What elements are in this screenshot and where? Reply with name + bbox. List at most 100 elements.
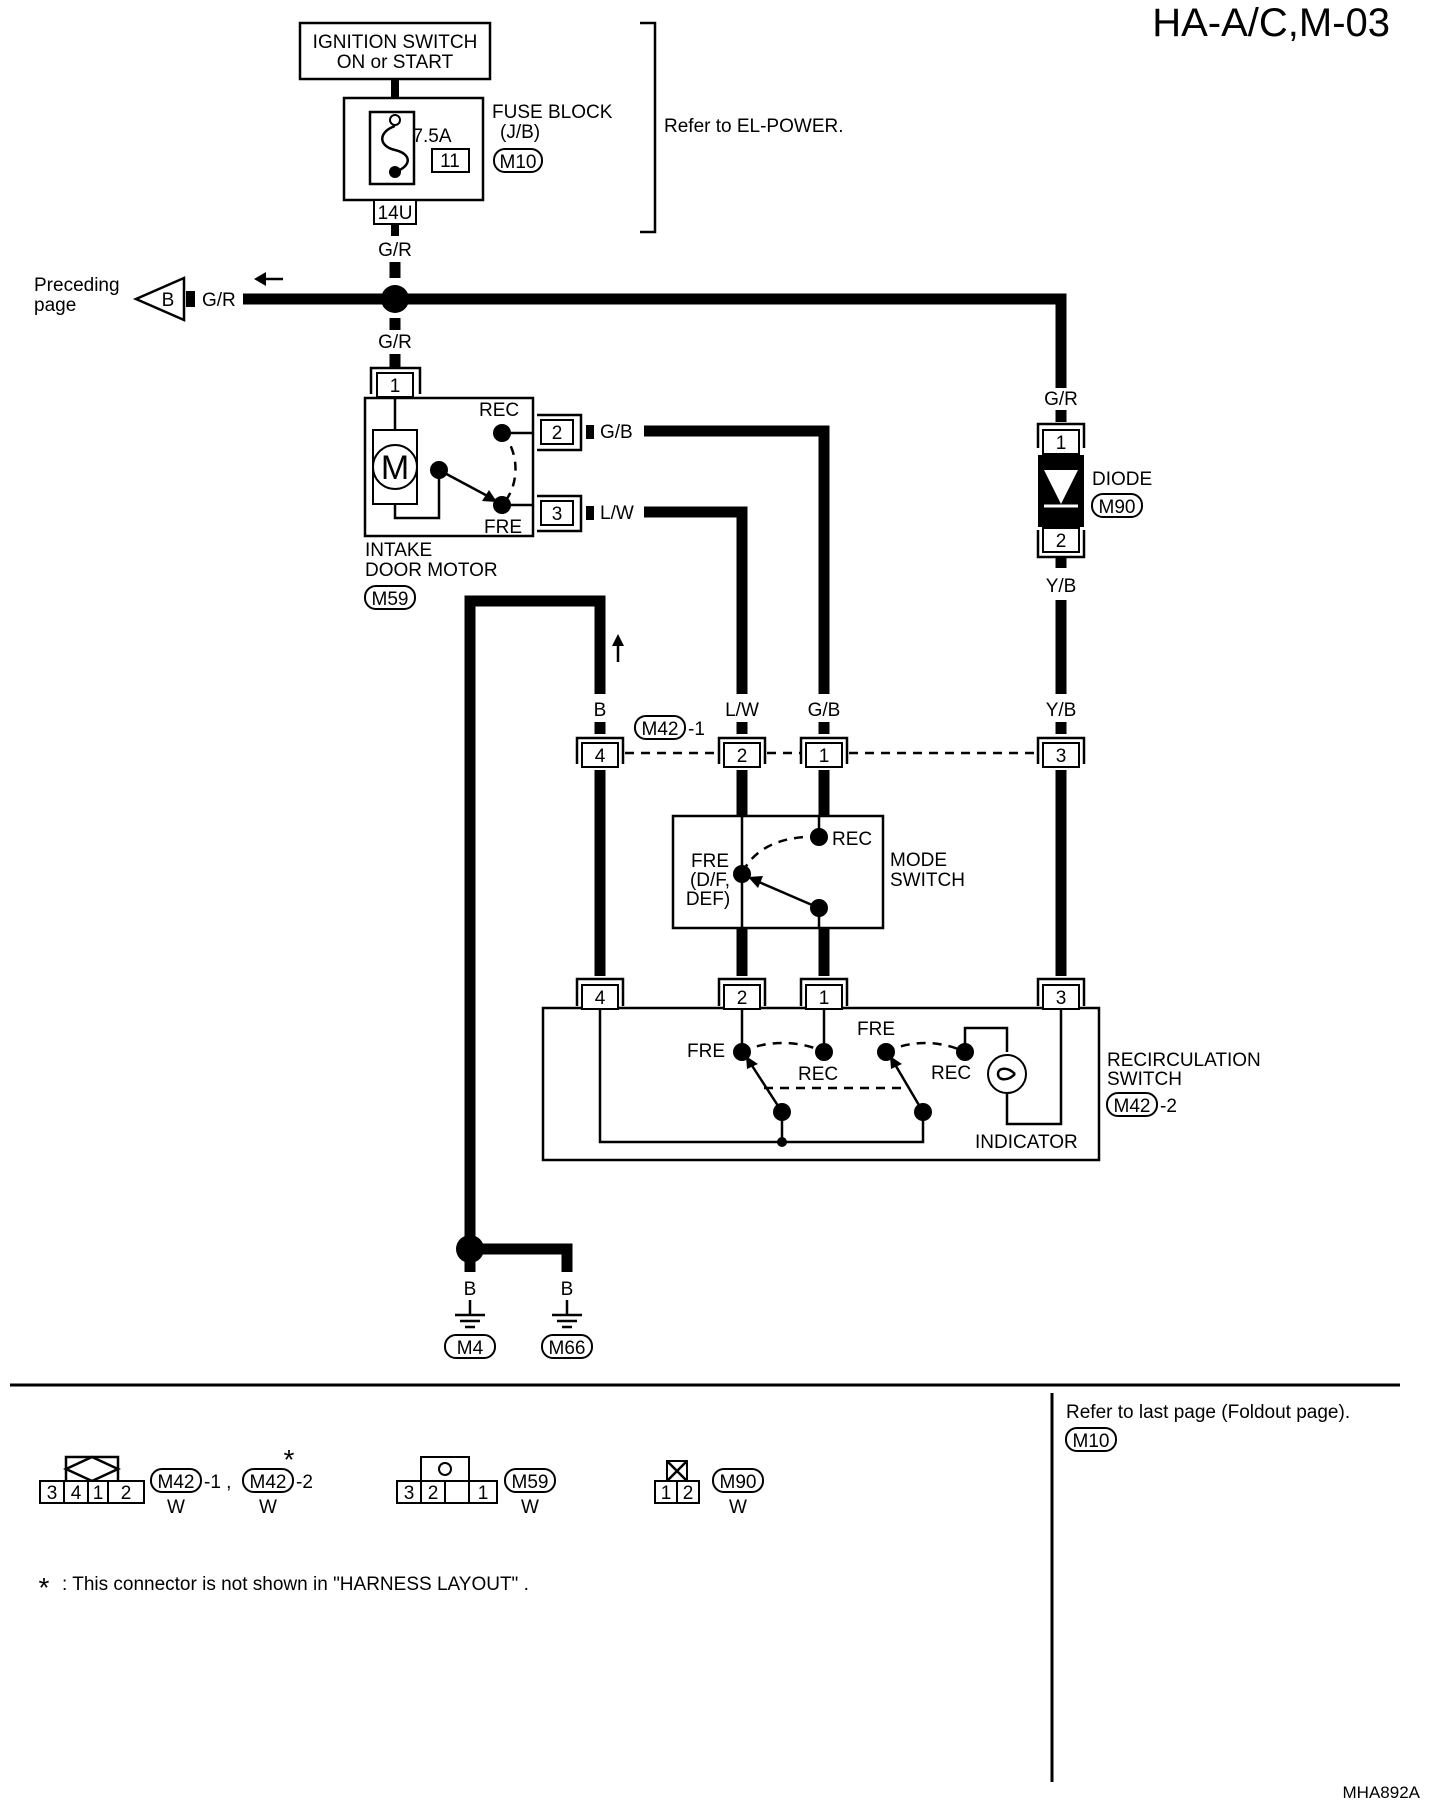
svg-text:M59: M59: [512, 1472, 549, 1493]
connector-view-m90: 1 2 M90 W: [654, 1460, 764, 1518]
wire-label-m42-pin1: G/B: [808, 700, 841, 721]
fuse-block-label: FUSE BLOCK: [492, 102, 613, 123]
wire-label-fuse-out: G/R: [378, 240, 412, 261]
recirc-rec-a: REC: [798, 1064, 838, 1085]
svg-text:3: 3: [1056, 746, 1067, 767]
recirc-switch-name: RECIRCULATION: [1107, 1050, 1261, 1071]
connector-m10-badge: M10: [500, 152, 537, 173]
svg-text:2: 2: [683, 1483, 694, 1504]
wire-label-motor-fre: L/W: [600, 503, 634, 524]
svg-text:IGNITION SWITCH: IGNITION SWITCH: [313, 32, 478, 53]
svg-text:M90: M90: [720, 1472, 757, 1493]
svg-text:DEF): DEF): [686, 889, 730, 910]
wire-label-to-motor: G/R: [378, 332, 412, 353]
connector-m66-badge: M66: [549, 1338, 586, 1359]
svg-text:3: 3: [1056, 988, 1067, 1009]
svg-text:*: *: [284, 1444, 295, 1475]
svg-text:-1 ,: -1 ,: [204, 1472, 231, 1493]
wire-label-motor-rec: G/B: [600, 422, 633, 443]
svg-text:(D/F,: (D/F,: [690, 870, 730, 891]
svg-text:W: W: [729, 1497, 747, 1518]
intake-door-motor: 1 M REC FRE 2 3: [363, 366, 583, 538]
connector-m42-2-badge: M42: [1114, 1096, 1151, 1117]
mode-switch-rec-label: REC: [832, 829, 872, 850]
connector-m42-1-badge: M42: [642, 719, 679, 740]
svg-text:4: 4: [595, 746, 606, 767]
svg-text:ON or START: ON or START: [337, 52, 454, 73]
recirc-fre-b: FRE: [857, 1019, 895, 1040]
svg-text:1: 1: [819, 746, 830, 767]
refer-note: Refer to EL-POWER.: [664, 116, 844, 137]
recirculation-switch: 4 2 1 3 FRE REC FRE R: [541, 977, 1101, 1162]
right-note: Refer to last page (Foldout page).: [1066, 1402, 1350, 1423]
svg-text:2: 2: [737, 746, 748, 767]
connector-m59-badge: M59: [372, 589, 409, 610]
fuse-block: 7.5A 11: [342, 96, 485, 202]
motor-symbol: M: [381, 449, 409, 487]
connector-view-m42: 3 4 1 2 M42 -1 , W M42 -2 * W: [39, 1444, 313, 1518]
svg-text:3: 3: [404, 1483, 415, 1504]
right-note-connector: M10: [1073, 1431, 1110, 1452]
wire-label-m42-pin3: Y/B: [1046, 700, 1077, 721]
indicator-label: INDICATOR: [975, 1132, 1078, 1153]
svg-text:SWITCH: SWITCH: [890, 870, 965, 891]
connector-m4-badge: M4: [457, 1338, 484, 1359]
svg-text:-2: -2: [296, 1472, 313, 1493]
svg-text:(J/B): (J/B): [500, 122, 540, 143]
svg-text:2: 2: [1056, 531, 1067, 552]
svg-text:M42: M42: [250, 1472, 287, 1493]
svg-text:2: 2: [428, 1483, 439, 1504]
fuse-rating: 7.5A: [412, 126, 451, 147]
mode-switch: FRE (D/F, DEF) REC: [671, 814, 885, 930]
motor-fre-label: FRE: [484, 517, 522, 538]
svg-text:2: 2: [737, 988, 748, 1009]
figure-id: MHA892A: [1343, 1783, 1421, 1802]
svg-text:3: 3: [47, 1483, 58, 1504]
wire-label-preceding: G/R: [202, 290, 236, 311]
connector-m90-badge: M90: [1099, 497, 1136, 518]
wire-label-diode-out: Y/B: [1046, 576, 1077, 597]
svg-text:1: 1: [819, 988, 830, 1009]
svg-text:-1: -1: [688, 719, 705, 740]
svg-text:DOOR MOTOR: DOOR MOTOR: [365, 560, 498, 581]
diode-label: DIODE: [1092, 469, 1152, 490]
wire-label-to-diode: G/R: [1044, 389, 1078, 410]
svg-text:1: 1: [661, 1483, 672, 1504]
svg-text:M42: M42: [158, 1472, 195, 1493]
diagram-code: HA-A/C,M-03: [1152, 1, 1390, 45]
footnote-text: : This connector is not shown in "HARNES…: [62, 1574, 529, 1595]
preceding-connector: B: [162, 290, 175, 311]
recirc-fre-a: FRE: [687, 1041, 725, 1062]
motor-name: INTAKE: [365, 540, 432, 561]
wire-label-m42-pin4: B: [594, 700, 607, 721]
wire-label-m42-pin2: L/W: [725, 700, 759, 721]
svg-text:4: 4: [71, 1483, 82, 1504]
svg-text:2: 2: [121, 1483, 132, 1504]
ground-m66: B M66: [541, 1279, 593, 1359]
svg-text:W: W: [167, 1497, 185, 1518]
svg-text:1: 1: [478, 1483, 489, 1504]
fuse-terminal: 14U: [378, 203, 413, 224]
svg-text:W: W: [521, 1497, 539, 1518]
preceding-page-label: Preceding: [34, 275, 120, 296]
connector-m42-1: 4 2 1 3 M42 -1: [575, 715, 1086, 768]
diode: 1 2: [1036, 422, 1086, 559]
ignition-switch: IGNITION SWITCH ON or START: [298, 21, 492, 81]
svg-text:1: 1: [390, 376, 401, 397]
svg-text:-2: -2: [1160, 1096, 1177, 1117]
svg-text:4: 4: [595, 988, 606, 1009]
ground-m4: B M4: [444, 1279, 496, 1359]
svg-text:2: 2: [552, 423, 563, 444]
wire-label-ground-m4: B: [464, 1279, 477, 1300]
svg-text:3: 3: [552, 504, 563, 525]
mode-switch-name: MODE: [890, 850, 947, 871]
fuse-number: 11: [440, 151, 460, 172]
svg-text:page: page: [34, 295, 76, 316]
wire-label-ground-m66: B: [561, 1279, 574, 1300]
svg-text:FRE: FRE: [691, 851, 729, 872]
connector-view-m59: 3 2 1 M59 W: [396, 1456, 556, 1518]
svg-text:1: 1: [1056, 433, 1067, 454]
svg-text:1: 1: [93, 1483, 104, 1504]
svg-text:SWITCH: SWITCH: [1107, 1069, 1182, 1090]
